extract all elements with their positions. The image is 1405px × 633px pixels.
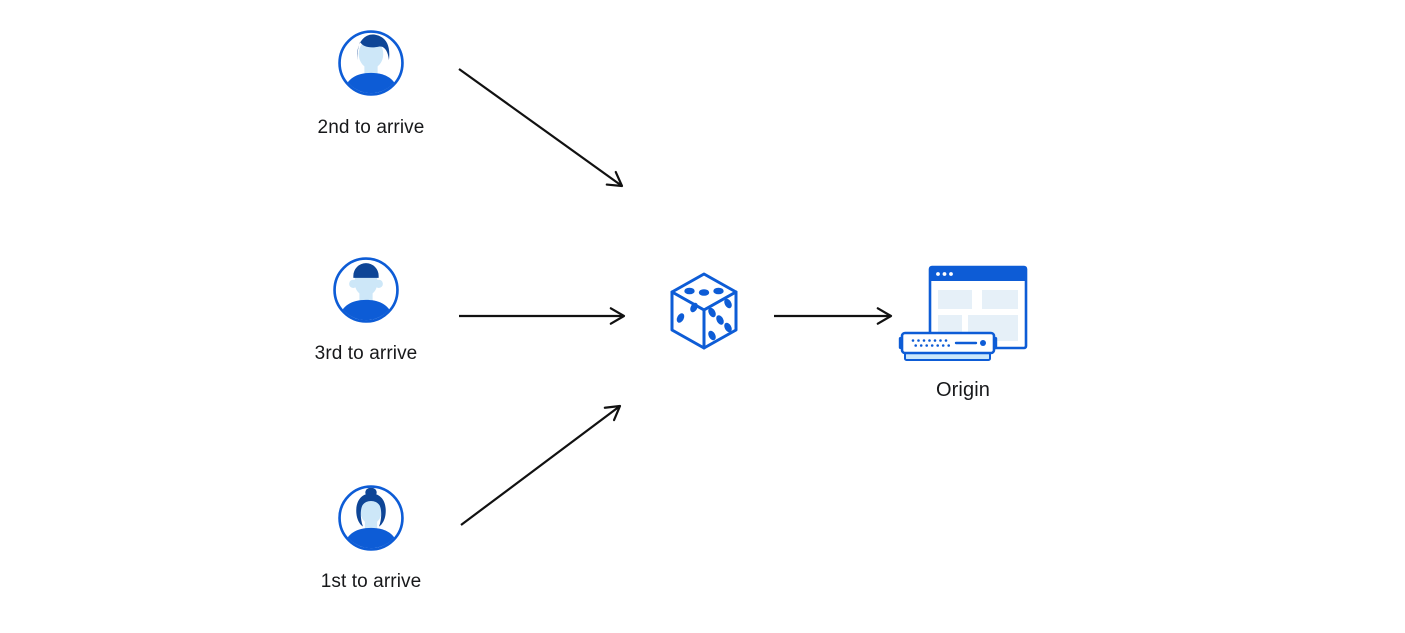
avatar-woman-bun-icon xyxy=(338,485,404,551)
avatar-man-swoop-icon xyxy=(338,30,404,96)
arrow-2nd-to-dice xyxy=(458,68,624,188)
arrow-1st-to-dice xyxy=(460,404,622,526)
origin-label: Origin xyxy=(936,379,990,401)
origin-server-icon xyxy=(898,265,1028,361)
avatar-man-flattop-icon xyxy=(333,257,399,323)
arrow-3rd-to-dice xyxy=(459,307,626,325)
client-label-1st: 1st to arrive xyxy=(320,571,422,592)
origin-node xyxy=(898,262,1028,367)
server-vent-dots xyxy=(911,339,950,347)
client-node-2nd xyxy=(337,29,405,102)
client-label-2nd: 2nd to arrive xyxy=(317,117,425,138)
client-label-3rd: 3rd to arrive xyxy=(314,343,418,364)
client-node-3rd xyxy=(332,256,400,329)
arrow-dice-to-origin xyxy=(774,307,893,325)
client-node-1st xyxy=(337,484,405,557)
dice-icon xyxy=(670,272,738,350)
